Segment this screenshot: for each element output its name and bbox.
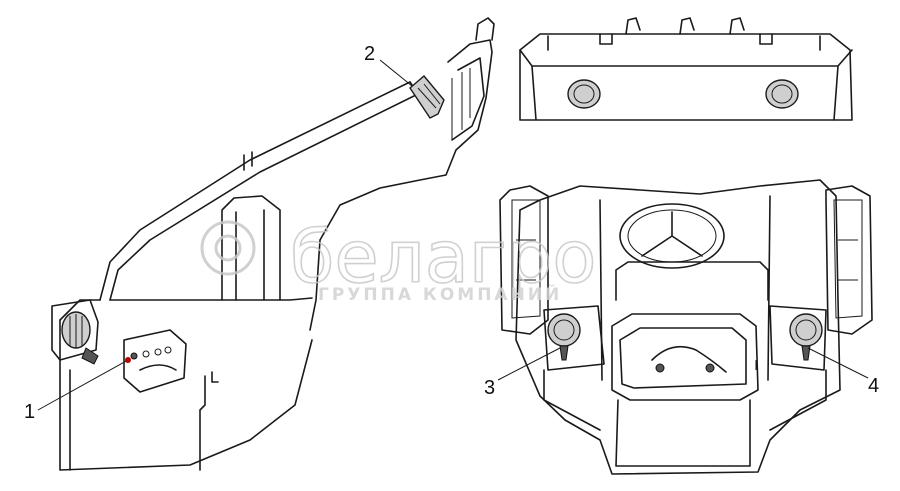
callout-4: 4 bbox=[868, 375, 879, 397]
callout-1: 1 bbox=[24, 401, 35, 423]
watermark-brand: белагро bbox=[290, 215, 596, 299]
watermark: белагро ГРУППА КОМПАНИЙ bbox=[200, 214, 597, 305]
cab-rear-view bbox=[499, 179, 873, 475]
watermark-subtitle: ГРУППА КОМПАНИЙ bbox=[318, 283, 562, 305]
callouts: 1 2 3 4 bbox=[24, 43, 879, 423]
callout-2: 2 bbox=[364, 43, 375, 65]
callout-3: 3 bbox=[484, 377, 495, 399]
roof-rear-view bbox=[519, 17, 853, 121]
